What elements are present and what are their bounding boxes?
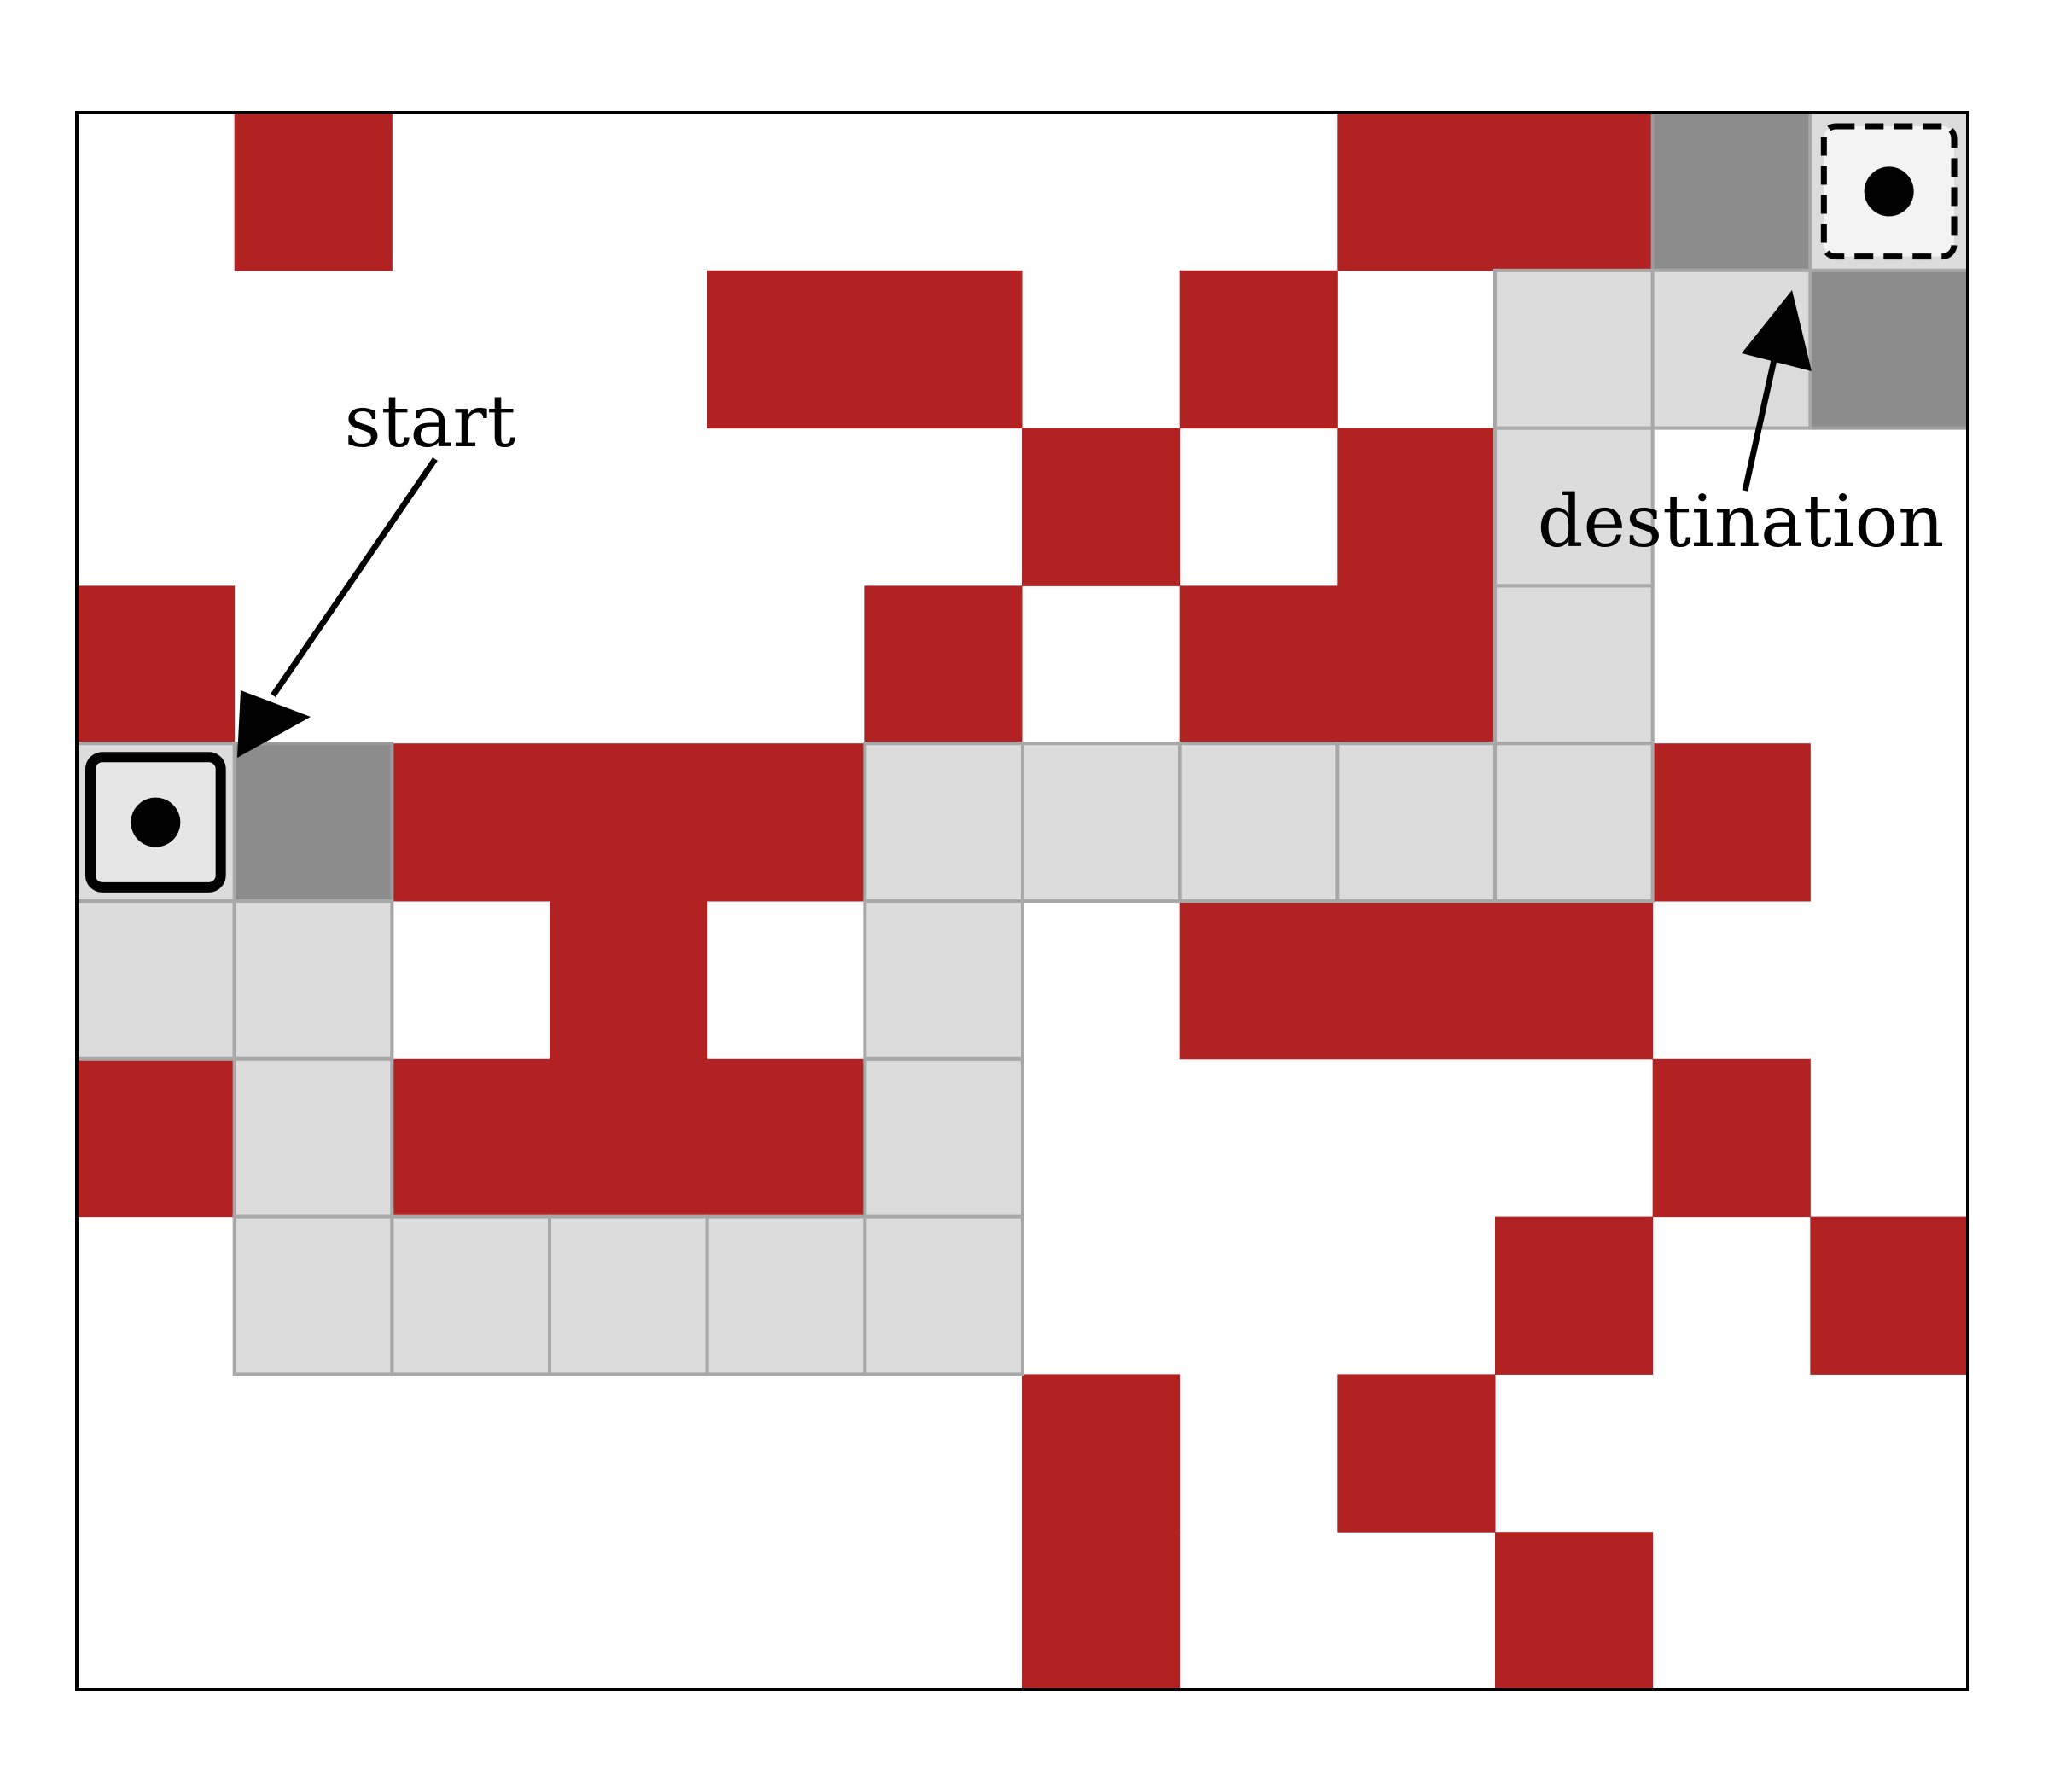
path-cell — [1335, 742, 1498, 904]
endpoint-markers — [85, 123, 1958, 893]
obstacle-cell — [550, 901, 708, 1060]
path-cell — [232, 1056, 394, 1219]
path-cell — [863, 899, 1024, 1061]
path-cell — [1021, 742, 1182, 904]
obstacle-cell — [1179, 901, 1338, 1060]
obstacle-cell — [864, 270, 1023, 429]
path-cell — [705, 1214, 867, 1376]
destination-arrow-head — [1742, 290, 1812, 371]
visited-cells — [232, 111, 1969, 904]
obstacle-cell — [1495, 1532, 1654, 1690]
path-cell — [1178, 742, 1340, 904]
start-arrow-head — [237, 690, 311, 758]
obstacle-cell — [1179, 585, 1338, 744]
destination-marker-dot — [1864, 166, 1914, 217]
obstacle-cell — [707, 270, 865, 429]
visited-cell — [232, 742, 394, 904]
obstacle-cell — [1652, 743, 1811, 902]
obstacle-cell — [1495, 901, 1654, 1060]
path-cell — [863, 742, 1024, 904]
visited-cell — [1808, 268, 1969, 430]
obstacle-cell — [1179, 270, 1338, 429]
obstacle-cell — [550, 743, 708, 902]
path-cell — [75, 899, 236, 1061]
obstacle-cell — [1022, 1532, 1181, 1690]
obstacle-cell — [1495, 1216, 1654, 1375]
obstacle-cell — [1022, 1374, 1181, 1533]
obstacle-cell — [392, 743, 550, 902]
obstacle-cell — [707, 743, 865, 902]
grid-border — [75, 111, 1969, 1691]
path-cell — [863, 1214, 1024, 1376]
path-cell — [390, 1214, 552, 1376]
obstacle-cell — [1337, 585, 1496, 744]
destination-label: destination — [1538, 480, 1945, 563]
path-cell — [1493, 584, 1655, 746]
path-cell — [863, 1056, 1024, 1219]
obstacle-cell — [1652, 1058, 1811, 1218]
obstacle-cell — [707, 1058, 865, 1218]
start-arrow-shaft — [271, 457, 438, 697]
path-cell — [548, 1214, 709, 1376]
path-cell — [232, 1214, 394, 1376]
obstacle-cell — [1022, 428, 1181, 586]
path-cell — [1493, 268, 1655, 430]
obstacle-cell — [77, 1058, 236, 1218]
obstacle-cell — [550, 1058, 708, 1218]
obstacle-cell — [1337, 428, 1496, 586]
obstacle-cell — [392, 1058, 550, 1218]
obstacle-cell — [1810, 1216, 1969, 1375]
obstacle-cell — [77, 585, 236, 744]
obstacle-cell — [1495, 113, 1654, 271]
obstacle-cell — [1337, 1374, 1496, 1533]
start-label: start — [345, 380, 516, 463]
visited-cell — [1650, 111, 1812, 272]
obstacle-cell — [1337, 901, 1496, 1060]
obstacle-cell — [1337, 113, 1496, 271]
obstacle-cell — [234, 113, 393, 271]
obstacle-cell — [864, 585, 1023, 744]
start-marker-dot — [131, 797, 181, 847]
path-cell — [1493, 742, 1655, 904]
obstacle-cells — [77, 113, 1969, 1690]
path-cell — [232, 899, 394, 1061]
